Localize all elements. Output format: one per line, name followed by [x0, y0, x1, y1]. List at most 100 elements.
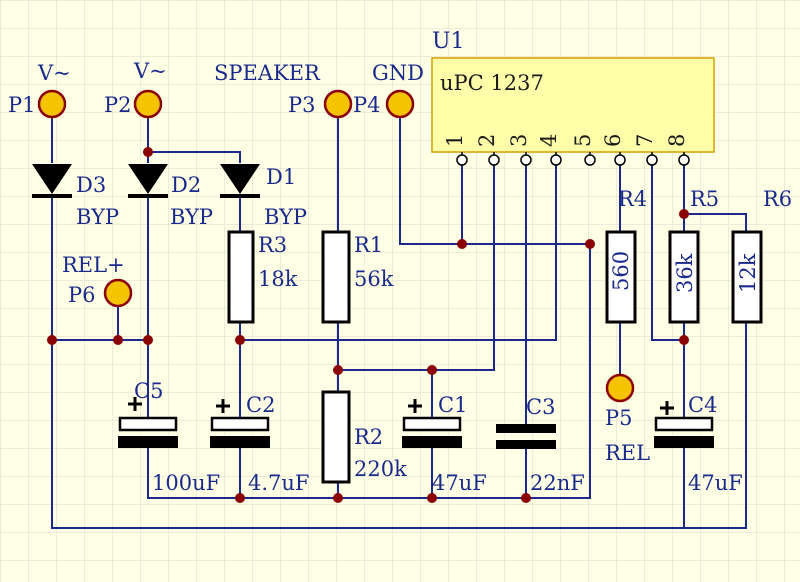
- capacitor-c5-value: 100uF: [152, 471, 220, 495]
- ic-pin-3-number: 3: [507, 134, 531, 147]
- diode-d1[interactable]: D1 BYP: [220, 164, 307, 229]
- capacitors: C5 100uF C2 4.7uF C1 47uF C3 22nF C: [118, 379, 743, 495]
- resistor-r1-body: [321, 230, 351, 324]
- pad-p4[interactable]: P4 GND: [353, 61, 424, 119]
- capacitor-c1[interactable]: C1 47uF: [402, 393, 487, 495]
- capacitor-c5[interactable]: C5 100uF: [118, 379, 220, 495]
- resistor-r6-value: 12k: [736, 253, 760, 293]
- ic-part-number: uPC 1237: [440, 71, 544, 95]
- ic-pin-3[interactable]: [520, 154, 532, 166]
- diodes: D3 BYP D2 BYP D1 BYP: [32, 164, 307, 229]
- pad-p1[interactable]: P1 V~: [8, 61, 71, 119]
- diode-d3-value: BYP: [76, 205, 119, 229]
- wire-pin7: [651, 163, 685, 341]
- junction-dot: [235, 335, 245, 345]
- pad-p6-circle[interactable]: [103, 278, 133, 308]
- capacitor-c1-name: C1: [438, 393, 467, 417]
- ic-pin-4[interactable]: [550, 154, 562, 166]
- resistor-r4-name: R4: [618, 187, 647, 211]
- ic-pin-4-number: 4: [537, 134, 561, 147]
- capacitor-c4[interactable]: C4 47uF: [654, 393, 743, 495]
- wire-bottom-rail: [51, 321, 747, 529]
- resistor-r3[interactable]: R3 18k: [227, 230, 298, 324]
- wires: [51, 103, 747, 529]
- resistor-r3-body: [227, 230, 255, 324]
- capacitor-c3[interactable]: C3 22nF: [496, 395, 585, 495]
- pad-p2-circle[interactable]: [133, 89, 163, 119]
- junction-dot: [457, 239, 467, 249]
- ic-pin-7-number: 7: [633, 134, 657, 147]
- resistor-r5-body: [668, 230, 700, 324]
- pad-p2[interactable]: P2 V~: [104, 59, 167, 119]
- junctions: [47, 147, 689, 503]
- junction-dot: [143, 147, 153, 157]
- pad-p2-net: V~: [133, 59, 167, 83]
- ic-pin-7[interactable]: [646, 154, 658, 166]
- wire-r5-r6: [683, 213, 747, 233]
- ic-pin-1-number: 1: [443, 134, 467, 147]
- ic-pin-5[interactable]: [584, 154, 596, 166]
- diode-d1-name: D1: [266, 165, 296, 189]
- capacitor-c2-positive-plate: [210, 416, 270, 432]
- capacitor-c3-bottom-plate: [496, 440, 556, 449]
- wire-gnd: [399, 117, 591, 499]
- resistor-r1[interactable]: R1 56k: [321, 230, 394, 324]
- pad-p3-circle[interactable]: [323, 89, 353, 119]
- junction-dot: [333, 365, 343, 375]
- diode-d2[interactable]: D2 BYP: [128, 164, 213, 229]
- pad-p1-circle[interactable]: [37, 89, 67, 119]
- capacitor-c2-name: C2: [246, 393, 275, 417]
- capacitor-c4-plus-sign: [660, 401, 674, 415]
- diode-d2-body: [128, 164, 168, 194]
- pad-p2-name: P2: [104, 93, 132, 117]
- junction-dot: [427, 493, 437, 503]
- capacitor-c5-positive-plate: [118, 416, 178, 432]
- ic-u1[interactable]: U1 uPC 1237 1 2 3 4 5 6 7: [431, 29, 715, 166]
- capacitor-c3-value: 22nF: [530, 471, 585, 495]
- capacitor-c2-plus-sign: [216, 399, 230, 413]
- resistor-r6-name: R6: [763, 187, 792, 211]
- junction-dot: [427, 365, 437, 375]
- pad-p5-net: REL: [605, 441, 650, 465]
- resistor-r6[interactable]: R6 12k: [731, 187, 792, 324]
- ic-pin-2[interactable]: [488, 154, 500, 166]
- resistor-r2-value: 220k: [354, 457, 407, 481]
- diode-d3-name: D3: [76, 173, 106, 197]
- junction-dot: [679, 335, 689, 345]
- diode-d1-value: BYP: [264, 205, 307, 229]
- pad-p5[interactable]: P5 REL: [605, 373, 650, 465]
- ic-pin-8[interactable]: [678, 154, 690, 166]
- resistor-r1-name: R1: [354, 233, 383, 257]
- capacitor-c4-positive-plate: [654, 416, 714, 432]
- pad-p4-circle[interactable]: [385, 89, 415, 119]
- ic-pin-6[interactable]: [614, 154, 626, 166]
- resistor-r6-body: [731, 230, 763, 324]
- junction-dot: [113, 335, 123, 345]
- resistor-r5-value: 36k: [673, 253, 697, 293]
- wire-p2-d1: [147, 151, 241, 163]
- ic-pin-1[interactable]: [456, 154, 468, 166]
- pad-p6[interactable]: P6 REL+: [62, 253, 133, 308]
- junction-dot: [333, 493, 343, 503]
- pad-p6-net: REL+: [62, 253, 125, 277]
- diode-d1-body: [220, 164, 260, 194]
- capacitor-c2-negative-plate: [210, 436, 270, 448]
- junction-dot: [47, 335, 57, 345]
- resistor-r4[interactable]: R4 560: [605, 187, 647, 324]
- capacitor-c2[interactable]: C2 4.7uF: [210, 393, 310, 495]
- resistor-r2[interactable]: R2 220k: [321, 390, 407, 484]
- pad-p3[interactable]: P3 SPEAKER: [214, 61, 353, 119]
- capacitor-c1-plus-sign: [408, 399, 422, 413]
- pad-p5-circle[interactable]: [605, 373, 635, 403]
- capacitor-c1-value: 47uF: [432, 471, 487, 495]
- diode-d3[interactable]: D3 BYP: [32, 164, 119, 229]
- junction-dot: [521, 493, 531, 503]
- ic-pin-5-number: 5: [571, 134, 595, 147]
- diode-d3-body: [32, 164, 72, 194]
- resistor-r5[interactable]: R5 36k: [668, 187, 719, 324]
- pad-p1-net: V~: [37, 61, 71, 85]
- junction-dot: [235, 493, 245, 503]
- pad-p5-name: P5: [605, 406, 633, 430]
- capacitor-c4-name: C4: [688, 393, 717, 417]
